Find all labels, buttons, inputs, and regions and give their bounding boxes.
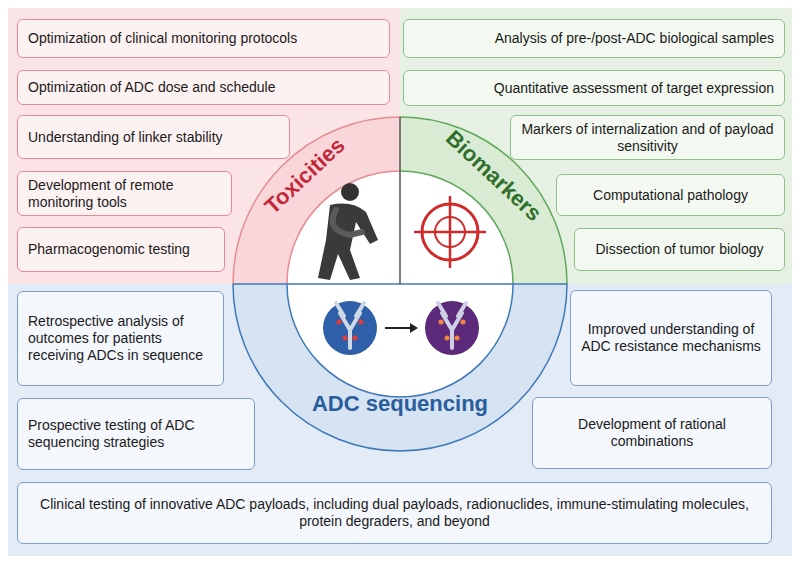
box-text: Quantitative assessment of target expres… [414,80,774,97]
seq-box: Retrospective analysis of outcomes for p… [17,291,224,386]
bio-box: Analysis of pre-/post-ADC biological sam… [403,19,785,58]
box-text: Pharmacogenomic testing [28,241,214,258]
box-text: Markers of internalization and of payloa… [521,121,774,155]
inner-edge [287,284,513,397]
bio-box: Dissection of tumor biology [574,228,785,271]
box-text: Optimization of ADC dose and schedule [28,79,379,96]
adc-icons [323,301,479,355]
box-text: Dissection of tumor biology [585,241,774,258]
box-text: Optimization of clinical monitoring prot… [28,30,379,47]
target-icon [414,196,486,268]
box-text: Computational pathology [567,187,774,204]
tox-box: Pharmacogenomic testing [17,227,225,272]
bio-box: Quantitative assessment of target expres… [403,70,785,106]
section-label: ADC sequencing [312,391,488,417]
tox-box: Optimization of clinical monitoring prot… [17,19,390,58]
payload-box: Clinical testing of innovative ADC paylo… [17,482,772,544]
tox-box: Optimization of ADC dose and schedule [17,70,390,105]
patient-figure [318,183,378,280]
box-text: Development of remote monitoring tools [28,177,221,211]
seq-box: Development of rational combinations [532,397,772,469]
box-text: Analysis of pre-/post-ADC biological sam… [414,30,774,47]
box-text: Improved understanding of ADC resistance… [581,321,761,355]
tox-box: Understanding of linker stability [17,115,290,159]
box-text: Prospective testing of ADC sequencing st… [28,417,244,451]
seq-box: Prospective testing of ADC sequencing st… [17,398,255,470]
bio-box: Markers of internalization and of payloa… [510,115,785,160]
box-text: Clinical testing of innovative ADC paylo… [28,496,761,530]
bio-box: Computational pathology [556,174,785,216]
box-text: Development of rational combinations [543,416,761,450]
divider [399,117,401,284]
box-text: Retrospective analysis of outcomes for p… [28,313,213,364]
seq-box: Improved understanding of ADC resistance… [570,290,772,386]
tox-box: Development of remote monitoring tools [17,171,232,216]
toxicity-region [8,8,400,284]
box-text: Understanding of linker stability [28,129,279,146]
